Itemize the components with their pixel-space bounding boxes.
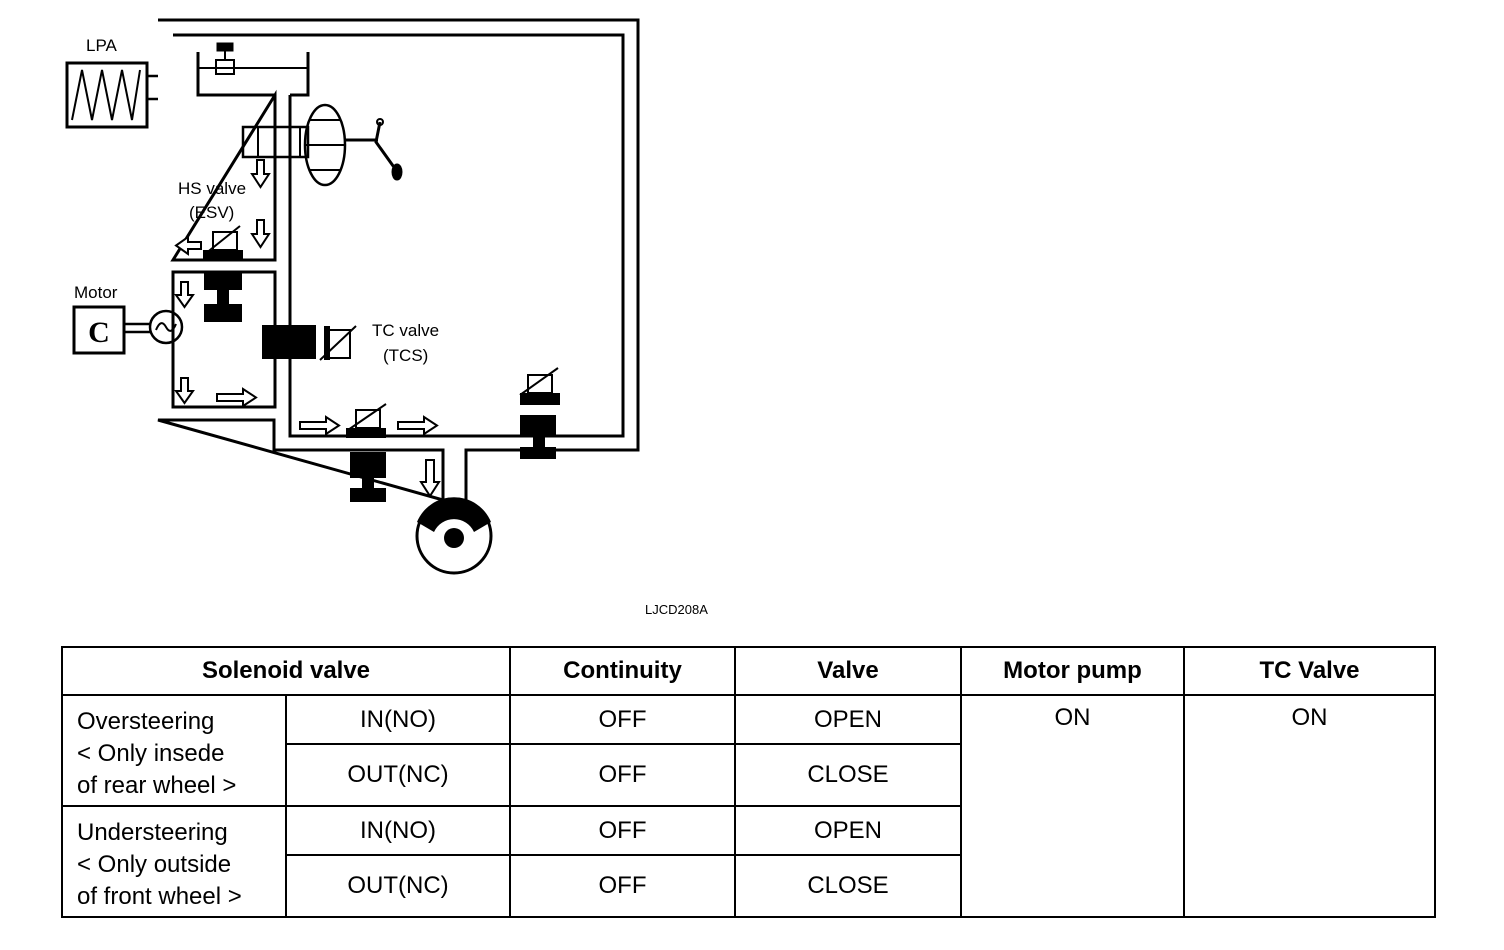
flow-arrow-left — [174, 235, 202, 256]
lpa-box — [65, 61, 149, 129]
in-valve-body-right — [520, 393, 560, 405]
brake-pedal — [345, 121, 398, 171]
motor-label: Motor — [74, 283, 118, 302]
flow-arrow-down — [250, 219, 271, 249]
flow-arrow-down — [174, 281, 195, 309]
valve-cell: CLOSE — [734, 743, 962, 807]
condition-understeering: Understeering < Only outside of front wh… — [61, 805, 287, 918]
continuity-cell: OFF — [509, 743, 736, 807]
lpa-spring — [71, 69, 141, 121]
table-row: OUT(NC) OFF CLOSE — [62, 743, 1435, 807]
in-valve-solenoid-lower — [355, 409, 381, 429]
condition-line: < Only outside — [77, 851, 232, 878]
motor-pump-cell: ON — [960, 694, 1185, 918]
lpa-label: LPA — [86, 36, 118, 55]
flow-arrow-down — [419, 459, 441, 498]
condition-line: Oversteering — [77, 708, 215, 735]
header-continuity: Continuity — [509, 646, 736, 696]
condition-oversteering: Oversteering < Only insede of rear wheel… — [61, 694, 287, 807]
tc-valve-cell: ON — [1183, 694, 1436, 918]
figure-code: LJCD208A — [645, 602, 708, 617]
master-cylinder — [241, 125, 310, 159]
pump-symbol — [148, 309, 184, 345]
flow-arrow-down — [174, 377, 195, 405]
tc-valve-body — [262, 325, 316, 359]
flow-arrow-down — [250, 159, 271, 189]
header-motor-pump: Motor pump — [960, 646, 1185, 696]
header-solenoid-valve: Solenoid valve — [61, 646, 511, 696]
header-tc-valve: TC Valve — [1183, 646, 1436, 696]
motor-symbol: C — [88, 316, 110, 349]
valve-cell: OPEN — [734, 694, 962, 745]
solenoid-cell: IN(NO) — [285, 805, 511, 856]
motor-box — [72, 305, 126, 355]
hs-valve-solenoid — [212, 231, 238, 251]
solenoid-cell: OUT(NC) — [285, 743, 511, 807]
flow-arrow-right — [397, 415, 439, 436]
continuity-cell: OFF — [509, 854, 736, 918]
condition-line: < Only insede — [77, 740, 225, 767]
condition-line: of rear wheel > — [77, 772, 237, 799]
condition-line: of front wheel > — [77, 883, 242, 910]
out-valve-body-right — [520, 415, 556, 435]
inner-pipe-loop — [170, 33, 625, 438]
solenoid-cell: IN(NO) — [285, 694, 511, 745]
in-valve-solenoid-right — [527, 374, 553, 394]
wheel-hub — [444, 528, 464, 548]
table-row: Oversteering < Only insede of rear wheel… — [61, 694, 1436, 918]
flow-arrow-right — [299, 415, 341, 436]
in-valve-body-lower — [346, 428, 386, 438]
continuity-cell: OFF — [509, 805, 736, 856]
hs-valve-label: HS valve — [178, 179, 246, 198]
flow-arrow-right — [216, 387, 258, 408]
wheel-caliper — [417, 497, 491, 532]
tc-valve-sublabel: (TCS) — [383, 346, 428, 365]
reservoir — [196, 52, 310, 97]
hs-valve-body — [203, 250, 243, 259]
outer-pipe-loop — [157, 18, 640, 502]
solenoid-valve-table: Solenoid valve Continuity Valve Motor pu… — [61, 646, 1436, 918]
table-header-row: Solenoid valve Continuity Valve Motor pu… — [61, 646, 1436, 696]
pump-inlet-valve — [204, 272, 242, 290]
table-row: OUT(NC) OFF CLOSE — [62, 854, 1435, 918]
in-valve-plunger-lower — [350, 452, 386, 478]
tc-valve-label: TC valve — [372, 321, 439, 340]
valve-cell: CLOSE — [734, 854, 962, 918]
solenoid-cell: OUT(NC) — [285, 854, 511, 918]
condition-line: Understeering — [77, 819, 228, 846]
hs-valve-sublabel: (ESV) — [189, 203, 234, 222]
header-valve: Valve — [734, 646, 962, 696]
continuity-cell: OFF — [509, 694, 736, 745]
table-row: Understeering < Only outside of front wh… — [61, 805, 1435, 918]
valve-cell: OPEN — [734, 805, 962, 856]
hydraulic-circuit-diagram: LPA HS valve (ESV) Motor C TC valve (TCS… — [65, 18, 708, 617]
